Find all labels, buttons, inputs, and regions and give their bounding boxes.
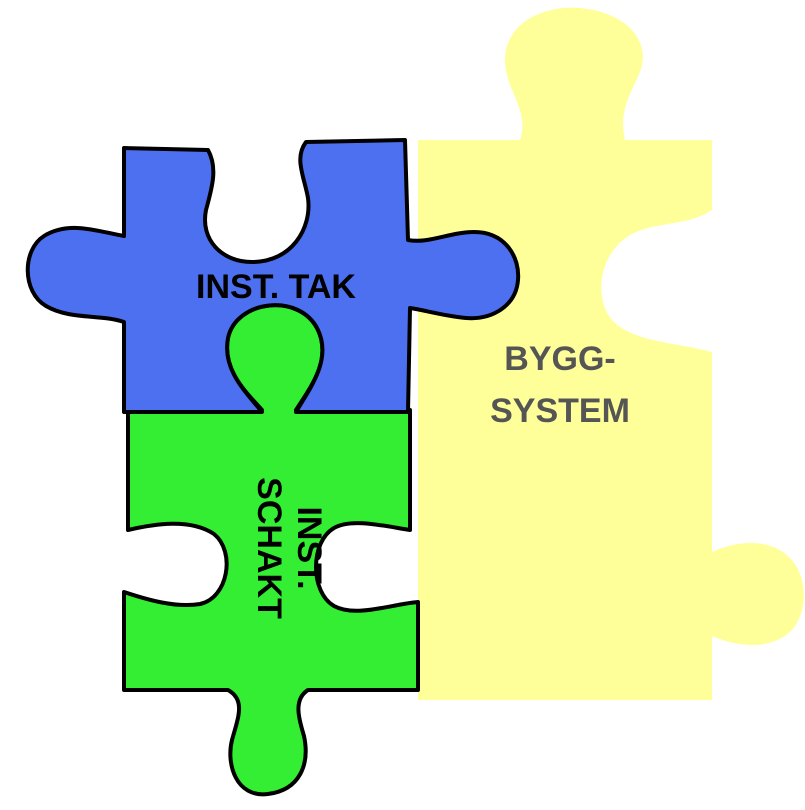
puzzle-piece-inst-schakt: INST. SCHAKT [122,303,420,797]
puzzle-piece-inst-tak: INST. TAK [25,138,521,414]
puzzle-piece-bygg-shape [405,7,804,701]
puzzle-piece-bygg-system: BYGG- SYSTEM [405,7,804,701]
piece-label-schakt-line2: SCHAKT [250,477,288,619]
piece-label-bygg-line2: SYSTEM [490,392,630,430]
piece-label-tak: INST. TAK [196,268,356,306]
piece-label-schakt-line1: INST. [290,506,328,589]
puzzle-piece-tak-shape [25,138,521,414]
piece-label-bygg-line1: BYGG- [504,340,615,378]
